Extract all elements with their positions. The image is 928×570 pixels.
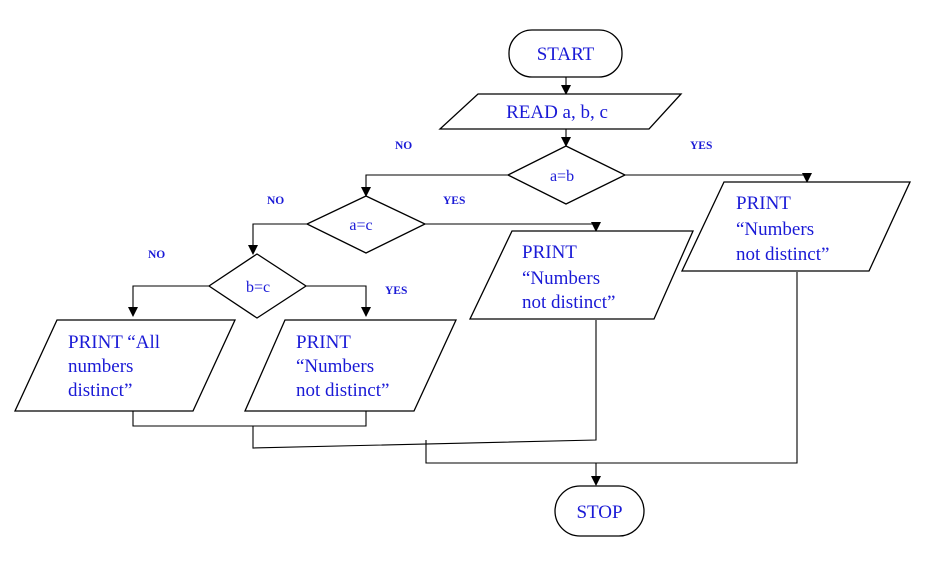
print-bc-line-2: “Numbers (296, 356, 374, 377)
label-ab-yes: YES (690, 140, 712, 152)
read-label: READ a, b, c (506, 102, 608, 123)
edge-ab-yes (625, 173, 812, 183)
print-all-distinct-line-1: PRINT “All (68, 332, 160, 353)
edges (128, 77, 812, 486)
label-bc-yes: YES (385, 285, 407, 297)
print-not-distinct-ac-node: PRINT “Numbers not distinct” (468, 230, 694, 320)
decision-ac-label: a=c (349, 217, 372, 234)
print-bc-line-1: PRINT (296, 332, 351, 353)
edge-merge-right (425, 272, 798, 464)
decision-ab: a=b (506, 145, 627, 205)
edge-merge-center (252, 320, 597, 449)
edge-bc-no (128, 285, 209, 317)
edge-ac-no (248, 223, 307, 255)
label-ac-no: NO (267, 195, 284, 207)
label-ac-yes: YES (443, 195, 465, 207)
stop-terminal: STOP (554, 485, 645, 537)
edge-ac-yes (425, 222, 601, 232)
edge-labels: NO YES NO YES NO YES (148, 140, 712, 297)
start-terminal: START (508, 29, 623, 78)
print-ac-line-2: “Numbers (522, 268, 600, 289)
print-ac-line-3: not distinct” (522, 292, 615, 313)
edge-ab-no (361, 174, 508, 197)
read-input-node: READ a, b, c (438, 93, 683, 130)
decision-bc: b=c (207, 253, 308, 319)
decision-ab-label: a=b (550, 168, 574, 185)
label-bc-no: NO (148, 249, 165, 261)
print-all-distinct-node: PRINT “All numbers distinct” (13, 319, 237, 412)
print-ab-line-1: PRINT (736, 193, 791, 214)
edge-merge-bottom-left (132, 411, 367, 427)
decision-ac: a=c (305, 195, 427, 254)
print-ac-line-1: PRINT (522, 242, 577, 263)
print-ab-line-2: “Numbers (736, 219, 814, 240)
print-ab-line-3: not distinct” (736, 244, 829, 265)
label-ab-no: NO (395, 140, 412, 152)
stop-label: STOP (576, 502, 622, 523)
print-not-distinct-ab-node: PRINT “Numbers not distinct” (680, 181, 912, 272)
edge-bc-yes (306, 285, 371, 317)
print-all-distinct-line-2: numbers (68, 356, 133, 377)
print-not-distinct-bc-node: PRINT “Numbers not distinct” (244, 319, 458, 412)
print-all-distinct-line-3: distinct” (68, 380, 132, 401)
start-label: START (537, 44, 595, 65)
print-bc-line-3: not distinct” (296, 380, 389, 401)
decision-bc-label: b=c (246, 279, 270, 296)
